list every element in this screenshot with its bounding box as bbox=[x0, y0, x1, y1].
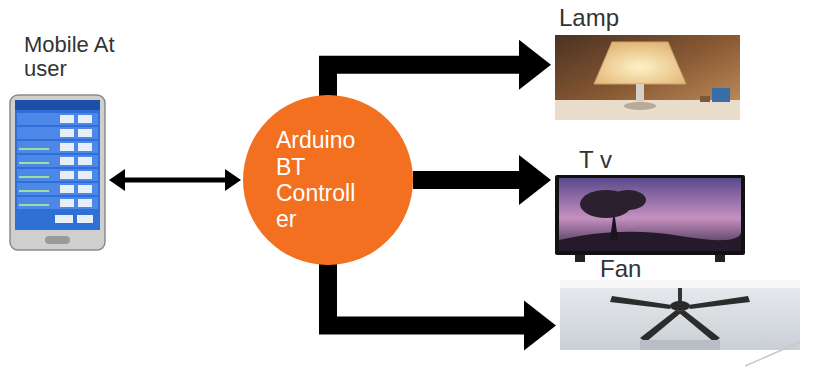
phone-picture bbox=[10, 95, 105, 250]
phone-node: Mobile At user bbox=[10, 95, 105, 250]
controller-circle: Arduino BT Controll er bbox=[243, 95, 413, 265]
device-heading: T v bbox=[579, 147, 679, 173]
tv-node: T v bbox=[555, 175, 745, 262]
arrow-head bbox=[519, 40, 551, 90]
arrow-head bbox=[519, 155, 551, 205]
arrow-head bbox=[109, 169, 125, 191]
connector-line bbox=[125, 178, 225, 183]
fan-picture bbox=[560, 280, 800, 350]
device-heading: Lamp bbox=[559, 5, 679, 31]
fan-node: Fan bbox=[560, 280, 800, 350]
connector-line bbox=[328, 65, 519, 97]
connector-line bbox=[328, 263, 524, 326]
connector-arrow bbox=[109, 169, 241, 191]
decor-line bbox=[745, 342, 800, 366]
controller-label: Arduino BT Controll er bbox=[276, 127, 380, 233]
lamp-node: Lamp bbox=[555, 35, 740, 120]
connector-arrow bbox=[328, 263, 556, 351]
arrow-head bbox=[524, 301, 556, 351]
connector-arrow bbox=[413, 155, 551, 205]
device-heading: Mobile At user bbox=[24, 33, 116, 81]
lamp-picture bbox=[555, 35, 740, 120]
arrow-head bbox=[225, 169, 241, 191]
connector-arrow bbox=[328, 40, 551, 97]
tv-picture bbox=[555, 175, 745, 262]
device-heading: Fan bbox=[600, 256, 700, 282]
connector-line bbox=[413, 171, 519, 189]
